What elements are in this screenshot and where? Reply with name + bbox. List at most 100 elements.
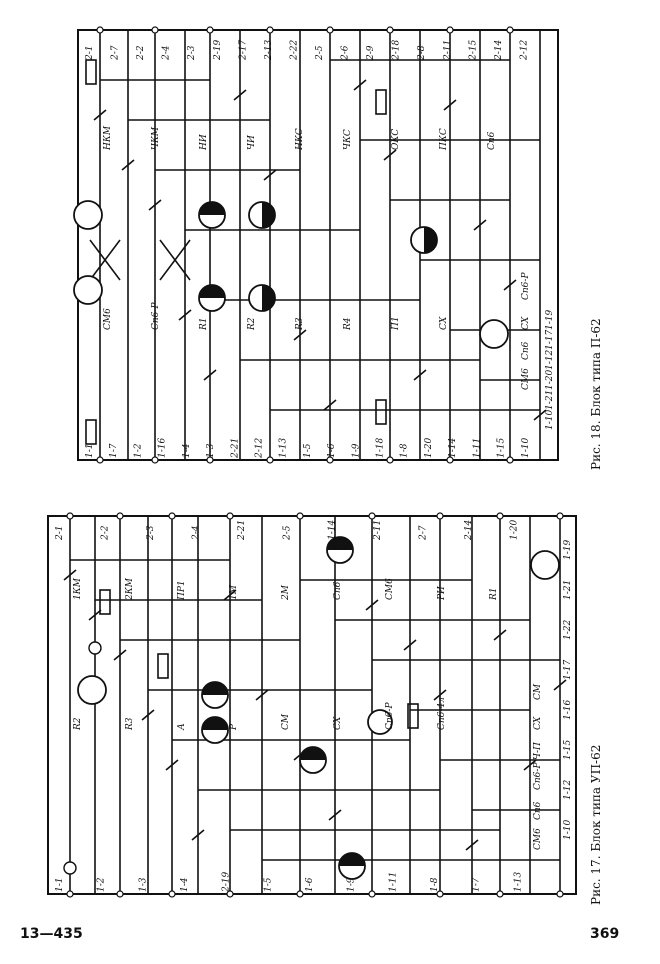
fig17-label-11: А bbox=[177, 723, 187, 731]
fig17-label-9: R2 bbox=[73, 717, 83, 731]
fig18-label-15: П1 bbox=[391, 316, 401, 331]
fig18-bottom-terminal-1: 1-7 bbox=[109, 443, 119, 458]
fig17-label-1: 2КМ bbox=[125, 577, 135, 601]
fig18-bottom-terminal-16: 1-11 bbox=[472, 438, 482, 458]
fig17-bottom-terminal-1: 1-2 bbox=[97, 877, 107, 892]
fig17-label-14: СХ bbox=[333, 716, 343, 730]
fig17-bottom-terminal-3: 1-4 bbox=[180, 877, 190, 892]
ammeter-a-bottom bbox=[63, 861, 77, 875]
fig18-label-8: Сп6 bbox=[487, 131, 497, 150]
fig17-bottom-terminal-5: 1-5 bbox=[263, 877, 273, 892]
fig17-top-terminal-10: 1-20 bbox=[510, 520, 520, 540]
fig17-label-2: ПР1 bbox=[177, 580, 187, 601]
fig18-top-terminal-0: 2-1 bbox=[85, 46, 95, 62]
fig18-bottom-terminal-11: 1-9 bbox=[351, 443, 361, 458]
fig17-label-8: R1 bbox=[489, 587, 499, 601]
fig17-label-10: R3 bbox=[125, 717, 135, 731]
fig18-bottom-terminal-3: 1-16 bbox=[158, 438, 168, 458]
page-number: 369 bbox=[590, 926, 620, 942]
figure-17: Рис. 17. Блок типа УП-62 2-12-22-32-42-2… bbox=[47, 512, 603, 905]
fig17-top-terminal-2: 2-3 bbox=[146, 525, 156, 541]
fig18-right-terminal-4: 1-21 bbox=[545, 390, 555, 410]
fig18-right-terminal-3: 1-20 bbox=[545, 370, 555, 390]
fig18-right-label-0: Сп6-Р bbox=[521, 272, 531, 300]
relay-nks-open bbox=[73, 200, 103, 230]
fig17-top-terminal-6: 1-14 bbox=[328, 520, 338, 540]
fig18-top-terminal-1: 2-7 bbox=[111, 45, 121, 61]
fig18-right-label-2: Сп6 bbox=[521, 341, 531, 360]
fig18-top-terminal-17: 2-12 bbox=[519, 40, 529, 61]
fig17-top-terminal-3: 2-4 bbox=[191, 525, 201, 541]
fig18-bottom-terminal-5: 1-3 bbox=[206, 443, 216, 458]
fig18-frame bbox=[77, 29, 559, 461]
fig18-label-16: СХ bbox=[439, 316, 449, 330]
fig18-label-10: Сп6-Р bbox=[151, 302, 161, 330]
fig18-top-terminal-4: 2-3 bbox=[187, 45, 197, 61]
fig18-terminal-dots bbox=[96, 26, 514, 464]
fig18-right-label-1: СХ bbox=[521, 316, 531, 330]
fig18-top-terminal-16: 2-14 bbox=[494, 40, 504, 61]
fig17-bottom-terminal-2: 1-3 bbox=[138, 877, 148, 892]
fig18-right-terminal-0: 1-19 bbox=[545, 310, 555, 330]
fig17-bottom-terminal-10: 1-7 bbox=[472, 877, 482, 892]
fig18-bottom-terminal-15: 1-14 bbox=[448, 438, 458, 458]
fig18-label-13: R3 bbox=[295, 317, 305, 331]
fig18-label-11: R1 bbox=[199, 317, 209, 331]
fig18-top-terminal-14: 2-11 bbox=[443, 40, 453, 61]
fig17-top-terminal-5: 2-5 bbox=[282, 525, 292, 541]
relay-chks-open bbox=[73, 275, 103, 305]
fig18-bottom-terminal-4: 1-4 bbox=[182, 443, 192, 458]
relay-2m-lower bbox=[299, 746, 327, 774]
fig18-top-terminal-9: 2-5 bbox=[315, 45, 325, 61]
fig18-bottom-terminal-9: 1-5 bbox=[303, 443, 313, 458]
fig18-bottom-terminal-2: 1-2 bbox=[133, 443, 143, 458]
fig17-label-13: СМ bbox=[281, 713, 291, 730]
fig17-frame bbox=[47, 515, 577, 895]
fig18-top-terminal-10: 2-6 bbox=[341, 45, 351, 61]
fig17-right-label-2: Ч-П bbox=[533, 742, 543, 760]
fig17-bottom-terminal-4: 2-19 bbox=[222, 872, 232, 893]
fig17-bottom-terminal-11: 1-13 bbox=[513, 872, 523, 892]
fig17-terminal-dots bbox=[66, 512, 564, 898]
fig18-right-terminal-2: 1-12 bbox=[545, 350, 555, 370]
fig18-label-1: ЧКМ bbox=[151, 126, 161, 150]
figure-18: Рис. 18. Блок типа П-62 2-12-72-22-42-32… bbox=[73, 26, 603, 470]
fig18-label-7: ПКС bbox=[439, 128, 449, 151]
fig18-top-terminal-11: 2-9 bbox=[366, 45, 376, 61]
relay-km-half bbox=[338, 852, 366, 880]
fig18-top-terminal-3: 2-4 bbox=[162, 45, 172, 61]
relay-p1-open bbox=[479, 319, 509, 349]
fig17-top-terminal-0: 2-1 bbox=[55, 526, 65, 542]
relay-chkm-half bbox=[198, 284, 276, 312]
relay-p-open bbox=[367, 709, 393, 735]
relay-ks-half bbox=[201, 681, 229, 709]
fig17-top-terminal-8: 2-7 bbox=[419, 525, 429, 541]
fig17-top-terminal-1: 2-2 bbox=[100, 525, 110, 541]
fig18-label-12: R2 bbox=[247, 317, 257, 331]
fig17-bottom-terminal-0: 1-1 bbox=[55, 878, 65, 893]
fig17-label-7: РИ bbox=[437, 586, 447, 601]
fig17-right-label-5: СМ6 bbox=[533, 828, 543, 850]
fig17-label-6: СМ6 bbox=[385, 578, 395, 600]
fig17-right-label-0: СМ bbox=[533, 683, 543, 700]
fig18-bottom-terminal-17: 1-15 bbox=[497, 438, 507, 458]
fig18-bottom-terminal-13: 1-8 bbox=[400, 443, 410, 458]
fig18-right-terminal-5: 1-10 bbox=[545, 410, 555, 430]
fig17-label-0: 1КМ bbox=[73, 577, 83, 600]
fig18-top-terminal-15: 2-15 bbox=[468, 40, 478, 61]
fig17-top-terminal-7: 2-11 bbox=[373, 520, 383, 541]
relay-2m-half bbox=[326, 536, 354, 564]
fig18-bottom-terminal-10: 1-6 bbox=[327, 443, 337, 458]
fig18-right-label-3: СМ6 bbox=[521, 368, 531, 390]
fig17-label-3: 1М bbox=[229, 584, 239, 600]
fig18-label-4: НКС bbox=[295, 128, 305, 151]
fig18-label-5: ЧКС bbox=[343, 129, 353, 150]
fig17-right-terminal-3: 1-17 bbox=[563, 660, 573, 680]
fig17-right-terminal-0: 1-19 bbox=[563, 540, 573, 560]
fig17-right-label-4: Сп6 bbox=[533, 801, 543, 820]
fig17-right-terminal-2: 1-22 bbox=[563, 620, 573, 640]
